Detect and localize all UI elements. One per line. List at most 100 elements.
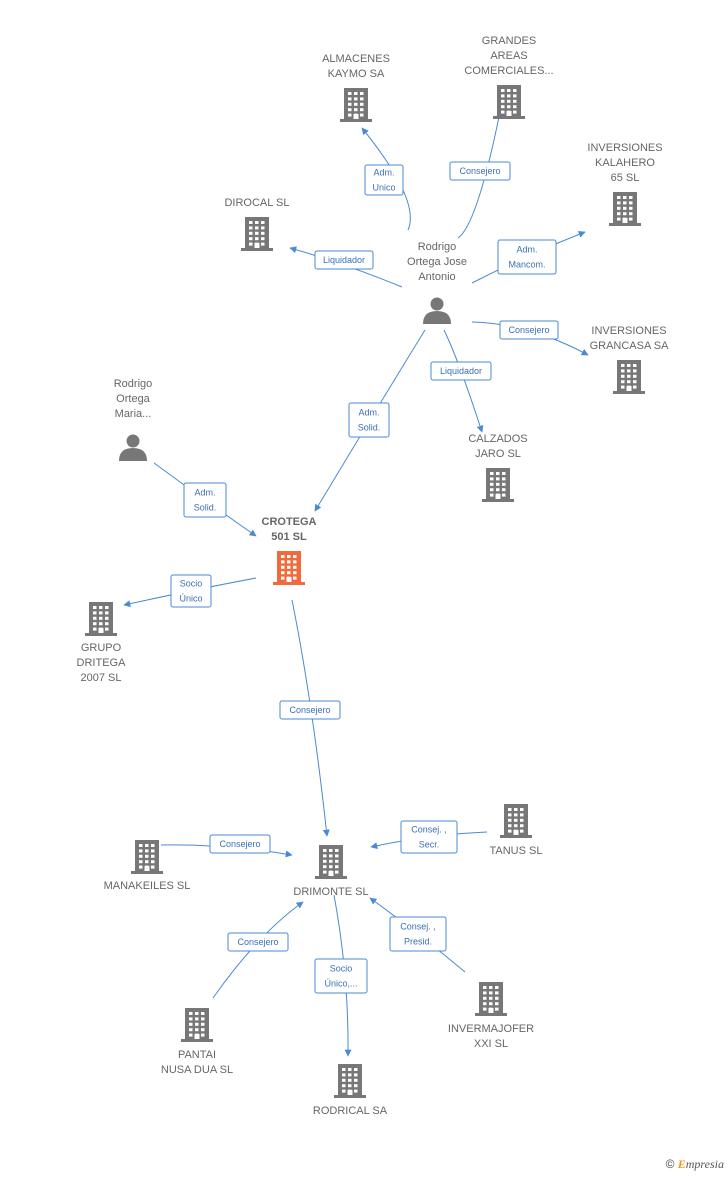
company-name[interactable]: RODRICAL SA (313, 1105, 388, 1117)
building-icon[interactable] (340, 88, 372, 122)
copyright-icon: © (665, 1157, 675, 1171)
person-name[interactable]: Rodrigo (418, 241, 457, 253)
edge-label-text: Solid. (358, 423, 381, 433)
edge-label-text: Adm. (194, 488, 215, 498)
building-icon[interactable] (85, 602, 117, 636)
company-name[interactable]: DRITEGA (77, 657, 127, 669)
company-name[interactable]: 65 SL (611, 172, 640, 184)
edge-label-text: Adm. (516, 245, 537, 255)
person-name[interactable]: Antonio (418, 271, 455, 283)
company-name[interactable]: NUSA DUA SL (161, 1064, 233, 1076)
company-name[interactable]: INVERSIONES (591, 325, 666, 337)
company-name[interactable]: ALMACENES (322, 53, 390, 65)
edge-label-text: Socio (330, 964, 353, 974)
edge-label-box (348, 402, 390, 438)
edge-label-text: Consejero (508, 325, 549, 335)
edge-label-box (430, 361, 492, 381)
company-name[interactable]: GRANCASA SA (590, 340, 670, 352)
edge-label-text: Solid. (194, 503, 217, 513)
edge-label-box (400, 820, 458, 854)
empresia-logo: Empresia (677, 1157, 724, 1171)
company-name[interactable]: COMERCIALES... (464, 65, 553, 77)
edge-label[interactable]: Adm. Solid. (183, 482, 227, 518)
building-icon[interactable] (334, 1064, 366, 1098)
edge-label-box (279, 700, 341, 720)
edge-label-text: Socio (180, 579, 203, 589)
building-icon[interactable] (475, 982, 507, 1016)
edge-label-box (364, 164, 404, 196)
edge-label[interactable]: Liquidador (314, 250, 374, 270)
building-icon[interactable] (493, 85, 525, 119)
edge-label-text: Consejero (237, 937, 278, 947)
edge-label-text: Consej. , (400, 922, 436, 932)
edge-label-box (170, 574, 212, 608)
edge-label-text: Único,... (324, 979, 357, 989)
company-name[interactable]: GRANDES (482, 35, 536, 47)
building-icon[interactable] (131, 840, 163, 874)
edge-label[interactable]: Consejero (209, 834, 271, 854)
company-name[interactable]: DIROCAL SL (224, 197, 289, 209)
building-icon[interactable] (241, 217, 273, 251)
edge-label-text: Unico (372, 183, 395, 193)
edge-label-text: Consejero (459, 166, 500, 176)
company-name[interactable]: AREAS (490, 50, 527, 62)
edge-rodrigo_jose-to-grandes (457, 111, 503, 239)
company-name[interactable]: CALZADOS (468, 433, 527, 445)
edge-label-box (209, 834, 271, 854)
edge-label-box (499, 320, 559, 340)
person-name[interactable]: Rodrigo (114, 378, 153, 390)
edge-label-text: Secr. (419, 840, 440, 850)
edge-label[interactable]: Adm. Mancom. (497, 239, 557, 275)
edge-label[interactable]: Adm.Unico (364, 164, 404, 196)
company-name[interactable]: TANUS SL (490, 845, 543, 857)
edge-rodrigo_jose-to-calzados (443, 329, 484, 433)
company-name[interactable]: GRUPO (81, 642, 122, 654)
company-name[interactable]: CROTEGA (262, 516, 317, 528)
edge-label-box (183, 482, 227, 518)
company-name[interactable]: 501 SL (271, 531, 307, 543)
company-name[interactable]: DRIMONTE SL (293, 886, 368, 898)
company-name[interactable]: KALAHERO (595, 157, 655, 169)
edge-label[interactable]: SocioÚnico,... (314, 958, 368, 994)
person-icon[interactable] (423, 297, 451, 325)
company-name[interactable]: 2007 SL (81, 672, 122, 684)
edge-label[interactable]: Consej. ,Presid. (389, 916, 447, 952)
edge-label-text: Adm. (358, 408, 379, 418)
building-icon[interactable] (613, 360, 645, 394)
edge-label-box (497, 239, 557, 275)
building-icon[interactable] (482, 468, 514, 502)
person-name[interactable]: Maria... (115, 408, 152, 420)
building-icon[interactable] (500, 804, 532, 838)
person-name[interactable]: Ortega Jose (407, 256, 467, 268)
building-icon[interactable] (315, 845, 347, 879)
edge-label-box (227, 932, 289, 952)
edge-label-text: Liquidador (323, 255, 365, 265)
edge-label[interactable]: Consejero (449, 161, 511, 181)
company-name[interactable]: PANTAI (178, 1049, 216, 1061)
company-name[interactable]: JARO SL (475, 448, 521, 460)
building-icon[interactable] (609, 192, 641, 226)
company-name[interactable]: MANAKEILES SL (104, 880, 191, 892)
edge-label[interactable]: Consejero (279, 700, 341, 720)
edge-label-text: Consejero (219, 839, 260, 849)
company-name[interactable]: INVERSIONES (587, 142, 662, 154)
person-icon[interactable] (119, 434, 147, 462)
edge-label-text: Mancom. (508, 260, 545, 270)
edge-label[interactable]: Consejero (227, 932, 289, 952)
building-icon[interactable] (273, 551, 305, 585)
company-name[interactable]: INVERMAJOFER (448, 1023, 534, 1035)
person-name[interactable]: Ortega (116, 393, 151, 405)
company-name[interactable]: XXI SL (474, 1038, 508, 1050)
edge-label[interactable]: Consej. ,Secr. (400, 820, 458, 854)
edge-label[interactable]: Adm. Solid. (348, 402, 390, 438)
edge-label-text: Liquidador (440, 366, 482, 376)
edge-label[interactable]: Liquidador (430, 361, 492, 381)
edge-label-box (389, 916, 447, 952)
building-icon[interactable] (181, 1008, 213, 1042)
company-name[interactable]: KAYMO SA (328, 68, 385, 80)
edge-label[interactable]: Consejero (499, 320, 559, 340)
edge-label-box (449, 161, 511, 181)
edge-label-box (314, 250, 374, 270)
